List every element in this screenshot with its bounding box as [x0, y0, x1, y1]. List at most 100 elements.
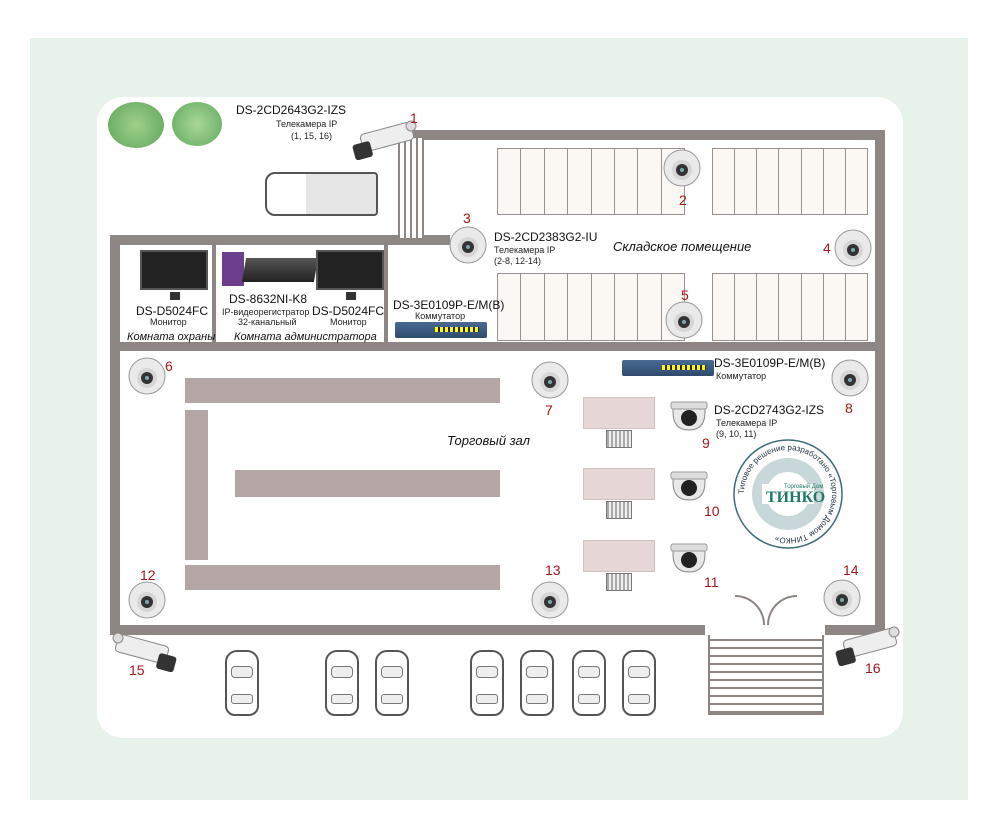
camera-model: DS-2CD2383G2-IU — [494, 230, 598, 244]
camera-number: 4 — [823, 240, 831, 256]
car-icon — [470, 650, 504, 716]
pos-terminal-icon — [606, 430, 632, 448]
wall — [212, 245, 216, 345]
truck-icon — [265, 172, 378, 216]
store-shelf — [185, 378, 500, 403]
room-security: Комната охраны — [127, 331, 216, 343]
switch-type: Коммутатор — [716, 371, 767, 381]
nvr-model: DS-8632NI-K8 — [229, 292, 308, 306]
camera-5-icon — [664, 300, 704, 345]
camera-14-icon — [822, 578, 862, 623]
camera-number: 14 — [843, 562, 859, 578]
camera-12-icon — [127, 580, 167, 625]
switch-model: DS-3E0109P-E/M(B) — [714, 356, 826, 370]
camera-type: Телекамера IP — [494, 245, 556, 255]
camera-6-icon — [127, 356, 167, 401]
camera-3-icon — [448, 225, 488, 270]
wall — [825, 625, 885, 635]
wall — [110, 235, 450, 245]
entrance-stairs — [708, 635, 824, 715]
tinko-stamp: Типовое решение разработано «Торговым До… — [732, 438, 844, 550]
checkout-counter — [583, 540, 655, 572]
wall — [875, 130, 885, 635]
camera-number: 11 — [704, 574, 719, 590]
monitor-model: DS-D5024FC — [312, 304, 385, 318]
camera-type: Телекамера IP — [276, 119, 338, 129]
camera-1-icon — [345, 118, 417, 165]
switch-icon — [622, 360, 714, 376]
monitor-type: Монитор — [150, 317, 187, 327]
monitor-icon — [316, 250, 384, 300]
switch-type: Коммутатор — [415, 311, 466, 321]
camera-11-icon — [669, 538, 709, 579]
camera-number: 16 — [865, 660, 881, 676]
camera-13-icon — [530, 580, 570, 625]
camera-ids: (9, 10, 11) — [716, 429, 757, 439]
camera-4-icon — [833, 228, 873, 273]
camera-number: 13 — [545, 562, 561, 578]
checkout-counter — [583, 468, 655, 500]
camera-16-icon — [828, 624, 900, 671]
wall — [384, 245, 388, 345]
switch-model: DS-3E0109P-E/M(B) — [393, 298, 505, 312]
tree-icon — [172, 102, 222, 146]
wall — [110, 235, 120, 635]
wall — [110, 625, 705, 635]
camera-2-icon — [662, 148, 702, 193]
camera-number: 9 — [702, 435, 710, 451]
warehouse-rack — [712, 273, 868, 341]
tree-icon — [108, 102, 164, 148]
car-icon — [225, 650, 259, 716]
camera-number: 10 — [704, 503, 720, 519]
store-shelf — [185, 410, 208, 560]
stamp-icon: Типовое решение разработано «Торговым До… — [733, 439, 843, 549]
room-warehouse: Складское помещение — [613, 239, 752, 254]
hdd-icon — [222, 252, 244, 286]
room-admin: Комната администратора — [234, 331, 377, 343]
camera-number: 2 — [679, 192, 687, 208]
nvr-channels: 32-канальный — [238, 317, 297, 327]
camera-ids: (2-8, 12-14) — [494, 256, 542, 266]
camera-ids: (1, 15, 16) — [291, 131, 333, 141]
camera-number: 8 — [845, 400, 853, 416]
camera-7-icon — [530, 360, 570, 405]
pos-terminal-icon — [606, 573, 632, 591]
pos-terminal-icon — [606, 501, 632, 519]
camera-model: DS-2CD2643G2-IZS — [236, 103, 347, 117]
store-shelf — [235, 470, 500, 497]
camera-8-icon — [830, 358, 870, 403]
monitor-model: DS-D5024FC — [136, 304, 209, 318]
svg-text:Торговый Дом: Торговый Дом — [784, 483, 823, 490]
camera-number: 3 — [463, 210, 471, 226]
switch-icon — [395, 322, 487, 338]
nvr-icon — [241, 258, 319, 282]
room-sales-floor: Торговый зал — [447, 433, 530, 448]
camera-9-icon — [669, 396, 709, 437]
camera-number: 5 — [681, 287, 689, 303]
car-icon — [375, 650, 409, 716]
car-icon — [520, 650, 554, 716]
camera-10-icon — [669, 466, 709, 507]
camera-number: 7 — [545, 402, 553, 418]
camera-number: 6 — [165, 358, 173, 374]
svg-text:ТИНКО: ТИНКО — [766, 489, 825, 506]
store-shelf — [185, 565, 500, 590]
camera-number: 12 — [140, 567, 156, 583]
warehouse-rack — [497, 273, 685, 341]
nvr-type: IP-видеорегистратор — [222, 307, 310, 317]
checkout-counter — [583, 397, 655, 429]
wall — [110, 342, 885, 351]
warehouse-rack — [497, 148, 685, 215]
warehouse-rack — [712, 148, 868, 215]
camera-number: 1 — [410, 110, 418, 126]
car-icon — [572, 650, 606, 716]
wall — [390, 130, 885, 140]
car-icon — [622, 650, 656, 716]
car-icon — [325, 650, 359, 716]
camera-type: Телекамера IP — [716, 418, 778, 428]
camera-number: 15 — [129, 662, 145, 678]
monitor-icon — [140, 250, 208, 300]
gate — [398, 138, 424, 238]
monitor-type: Монитор — [330, 317, 367, 327]
camera-model: DS-2CD2743G2-IZS — [714, 403, 825, 417]
